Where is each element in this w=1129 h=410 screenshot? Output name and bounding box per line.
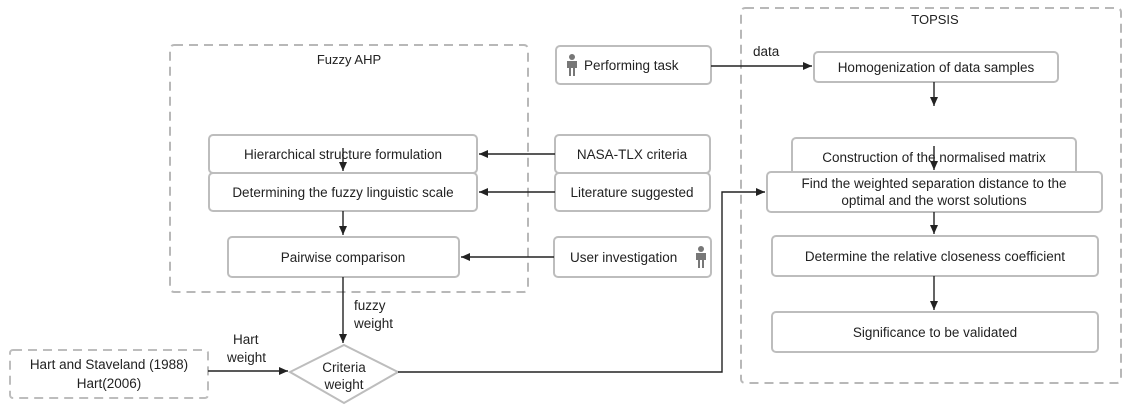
node-weighted-separation-label-line2: optimal and the worst solutions	[841, 193, 1027, 208]
node-user-investigation-label: User investigation	[570, 250, 677, 265]
decision-criteria-weight: Criteria weight	[287, 343, 401, 405]
node-performing-task: Performing task	[555, 45, 712, 85]
node-closeness-coefficient-label: Determine the relative closeness coeffic…	[805, 249, 1065, 264]
node-weighted-separation-label-line1: Find the weighted separation distance to…	[802, 176, 1067, 191]
edge-label-hart-weight-line2: weight	[226, 350, 266, 365]
node-literature-suggested: Literature suggested	[554, 172, 711, 212]
person-icon	[696, 246, 706, 268]
node-hart-staveland-label-line2: Hart(2006)	[77, 376, 142, 391]
decision-criteria-weight-line1: Criteria	[322, 360, 366, 375]
fuzzy-ahp-title: Fuzzy AHP	[317, 52, 381, 67]
node-literature-suggested-label: Literature suggested	[570, 185, 693, 200]
node-fuzzy-linguistic-scale-label: Determining the fuzzy linguistic scale	[232, 185, 453, 200]
node-nasa-tlx-label: NASA-TLX criteria	[577, 147, 688, 162]
node-user-investigation: User investigation	[553, 236, 712, 278]
topsis-title: TOPSIS	[911, 12, 959, 27]
node-pairwise-comparison: Pairwise comparison	[227, 236, 460, 278]
edge-label-fuzzy-weight-line1: fuzzy	[354, 298, 386, 313]
node-fuzzy-linguistic-scale: Determining the fuzzy linguistic scale	[208, 172, 478, 212]
node-pairwise-comparison-label: Pairwise comparison	[281, 250, 406, 265]
node-performing-task-label: Performing task	[584, 58, 679, 73]
node-weighted-separation: Find the weighted separation distance to…	[766, 171, 1103, 213]
decision-criteria-weight-line2: weight	[323, 377, 363, 392]
edge-label-fuzzy-weight-line2: weight	[353, 316, 393, 331]
fuzzy-ahp-group: Fuzzy AHP	[169, 44, 529, 293]
node-homogenization: Homogenization of data samples	[813, 51, 1059, 83]
edge-label-data: data	[753, 44, 780, 59]
person-icon	[567, 54, 577, 76]
edge-criteria-weight-to-separation	[398, 188, 765, 373]
node-homogenization-label: Homogenization of data samples	[838, 60, 1035, 75]
edge-label-hart-weight-line1: Hart	[233, 332, 259, 347]
node-significance: Significance to be validated	[771, 311, 1099, 353]
node-hart-staveland: Hart and Staveland (1988) Hart(2006)	[9, 349, 209, 399]
node-hart-staveland-label-line1: Hart and Staveland (1988)	[30, 357, 188, 372]
node-nasa-tlx: NASA-TLX criteria	[554, 134, 711, 174]
topsis-group: TOPSIS	[740, 7, 1122, 384]
node-closeness-coefficient: Determine the relative closeness coeffic…	[771, 235, 1099, 277]
node-significance-label: Significance to be validated	[853, 325, 1017, 340]
